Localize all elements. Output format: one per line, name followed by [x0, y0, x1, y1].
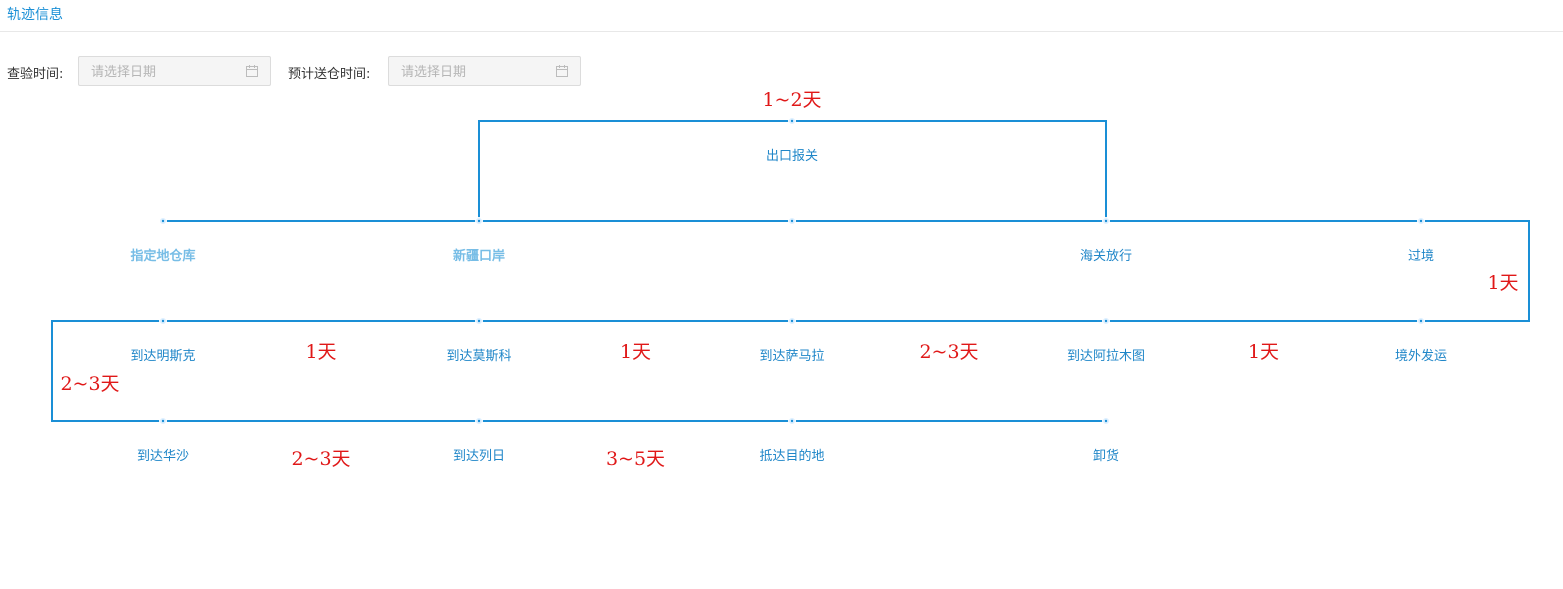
duration-label-r2-4: 1天	[1247, 341, 1280, 363]
node-label-r2-c1: 到达明斯克	[130, 349, 196, 364]
inspection-date-picker[interactable]	[78, 56, 271, 86]
node-label-export-customs: 出口报关	[765, 149, 818, 164]
node-dot-r1-c3-center	[790, 219, 794, 223]
node-dot-r2-c1-center	[161, 319, 165, 323]
warehouse-date-input[interactable]	[399, 63, 553, 81]
flow-lines	[51, 120, 1530, 422]
duration-label-r2-1: 1天	[305, 341, 337, 363]
node-label-r2-c4: 到达阿拉木图	[1066, 349, 1145, 364]
node-label-r3-c1: 到达华沙	[136, 449, 189, 464]
duration-label-export-customs: 1~2天	[762, 89, 822, 111]
node-label-r3-c3: 抵达目的地	[759, 449, 825, 464]
duration-label-right-turn: 1天	[1487, 272, 1519, 294]
node-dot-r3-c3-center	[790, 419, 794, 423]
node-dot-r3-c4-center	[1104, 419, 1108, 423]
warehouse-time-label: 预计送仓时间:	[288, 67, 371, 82]
node-label-r3-c2: 到达列日	[452, 449, 505, 464]
node-label-r2-c2: 到达莫斯科	[446, 349, 512, 364]
calendar-icon[interactable]	[556, 65, 568, 77]
customs-branch-line	[478, 120, 1107, 221]
inspection-date-input[interactable]	[89, 63, 243, 81]
duration-label-r3-1: 2~3天	[291, 448, 351, 470]
calendar-icon[interactable]	[246, 65, 258, 77]
node-label-r1-c2: 新疆口岸	[452, 249, 505, 264]
page-title: 轨迹信息	[7, 7, 63, 23]
inspection-time-label: 查验时间:	[7, 67, 64, 82]
node-dot-r1-c1-center	[161, 219, 165, 223]
node-dot-r1-c5-center	[1419, 219, 1423, 223]
node-label-r2-c5: 境外发运	[1394, 349, 1447, 364]
node-dot-r3-c1-center	[161, 419, 165, 423]
node-dot-r2-c2-center	[477, 319, 481, 323]
duration-label-left-turn: 2~3天	[60, 373, 120, 395]
right-turn-line	[1421, 220, 1530, 322]
warehouse-date-picker[interactable]	[388, 56, 581, 86]
node-label-r1-c5: 过境	[1407, 249, 1434, 264]
node-label-r1-c4: 海关放行	[1079, 249, 1132, 264]
node-dot-r2-c3-center	[790, 319, 794, 323]
node-dot-r1-c4-center	[1104, 219, 1108, 223]
node-dot-r3-c2-center	[477, 419, 481, 423]
duration-label-r2-2: 1天	[619, 341, 652, 363]
node-label-r3-c4: 卸货	[1092, 449, 1119, 464]
node-label-r2-c3: 到达萨马拉	[759, 349, 825, 364]
node-label-r1-c1: 指定地仓库	[130, 249, 196, 264]
node-dot-r1-c2-center	[477, 219, 481, 223]
node-dot-r2-c4-center	[1104, 319, 1108, 323]
duration-label-r3-2: 3~5天	[605, 448, 666, 470]
duration-label-r2-3: 2~3天	[919, 341, 979, 363]
left-turn-line	[51, 320, 163, 422]
header: 轨迹信息	[0, 0, 1563, 32]
node-dot-export-customs-center	[790, 119, 794, 123]
node-dot-r2-c5-center	[1419, 319, 1423, 323]
